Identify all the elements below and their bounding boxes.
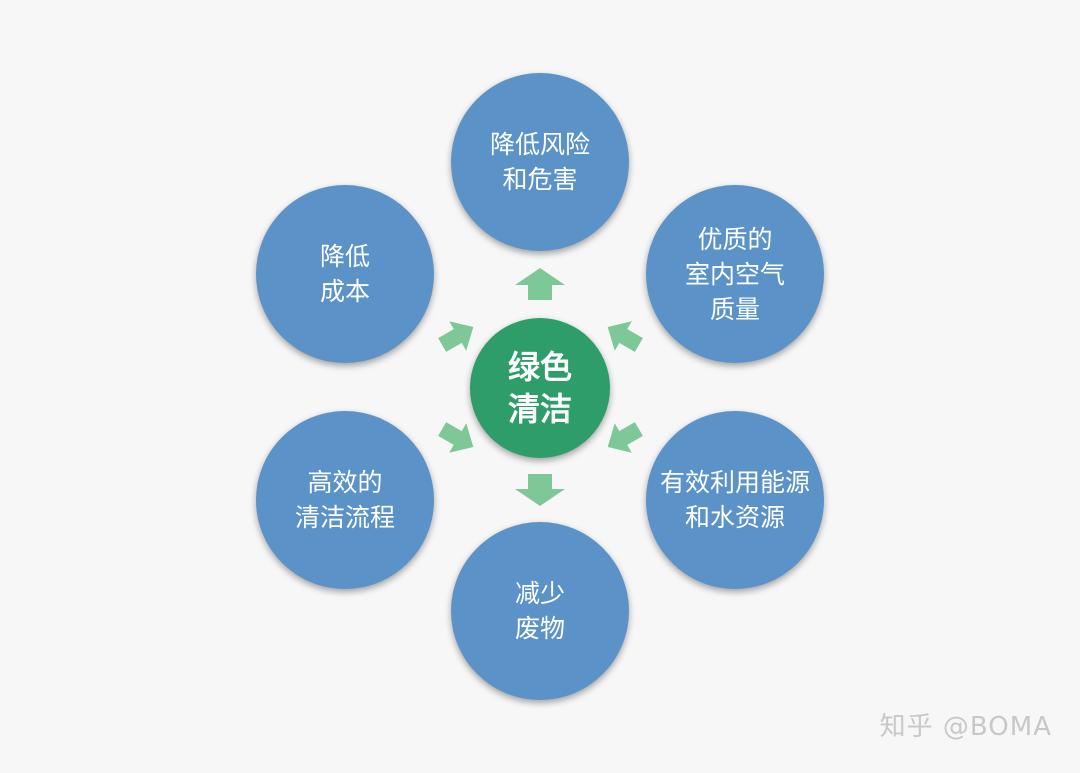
arrow-down xyxy=(515,474,565,506)
arrow-lower-left xyxy=(438,422,474,453)
center-node-green-cleaning: 绿色 清洁 xyxy=(470,318,610,458)
arrow-upper-left xyxy=(438,321,474,352)
node-label: 有效利用能源 和水资源 xyxy=(659,468,810,532)
node-label: 高效的 清洁流程 xyxy=(294,468,395,532)
center-label: 绿色 清洁 xyxy=(507,348,572,428)
node-label: 减少 废物 xyxy=(514,579,565,643)
node-reduce-cost: 降低 成本 xyxy=(256,185,434,363)
node-label: 优质的 室内空气 质量 xyxy=(684,224,785,324)
node-efficient-process: 高效的 清洁流程 xyxy=(256,411,434,589)
node-reduce-waste: 减少 废物 xyxy=(451,522,629,700)
arrow-up xyxy=(515,268,565,300)
node-label: 降低 成本 xyxy=(319,242,370,306)
node-indoor-air-quality: 优质的 室内空气 质量 xyxy=(646,185,824,363)
node-energy-water: 有效利用能源 和水资源 xyxy=(646,411,824,589)
node-label: 降低风险 和危害 xyxy=(489,130,590,194)
arrow-upper-right xyxy=(607,321,643,352)
node-reduce-risk: 降低风险 和危害 xyxy=(451,73,629,251)
arrow-lower-right xyxy=(607,422,643,453)
watermark: 知乎 @BOMA xyxy=(879,712,1052,742)
